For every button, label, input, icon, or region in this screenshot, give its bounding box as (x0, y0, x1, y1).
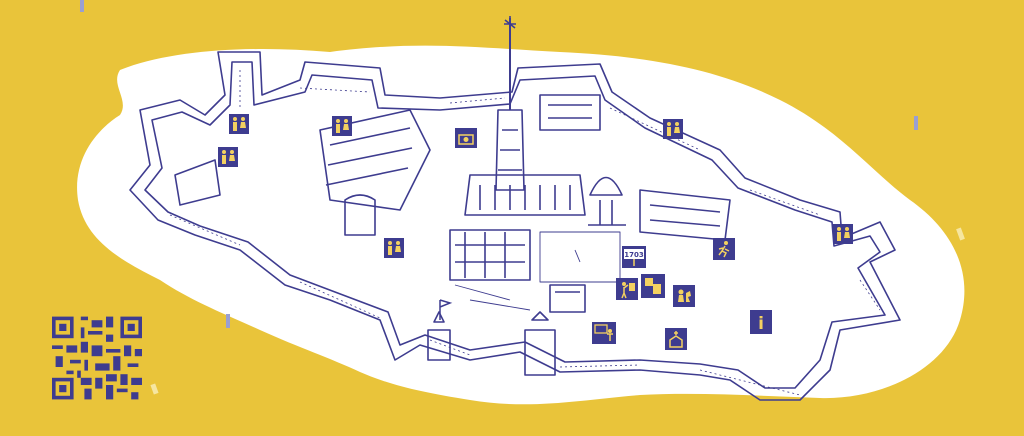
building-block-nw (319, 109, 431, 211)
building-block-south (549, 284, 586, 313)
guide-icon[interactable] (616, 278, 638, 300)
cathedral-dome (588, 176, 626, 226)
running-exit-icon[interactable] (713, 238, 735, 260)
camera-icon[interactable] (455, 128, 477, 148)
year-1703-sign-icon[interactable]: 1703 (622, 246, 646, 268)
tower-round (344, 194, 376, 236)
gate-tower-south (427, 311, 451, 361)
chess-icon[interactable] (673, 285, 695, 307)
restroom-icon[interactable] (332, 116, 352, 136)
cathedral-body (464, 174, 586, 216)
qr-code[interactable] (52, 316, 142, 400)
confetti-mark (378, 368, 382, 372)
outer-wall (129, 51, 901, 401)
island-shape (77, 45, 965, 405)
confetti-mark (914, 116, 918, 130)
flag-icon (439, 299, 453, 320)
gate-building (524, 311, 556, 376)
building-block-west (174, 159, 221, 206)
confetti-mark (226, 314, 230, 328)
restroom-icon[interactable] (218, 147, 238, 167)
lecture-icon[interactable] (592, 322, 616, 344)
info-icon[interactable]: i (750, 310, 772, 334)
year-sign-text: 1703 (624, 251, 644, 259)
church-icon[interactable] (665, 328, 687, 350)
restroom-icon[interactable] (663, 119, 683, 139)
restroom-icon[interactable] (384, 238, 404, 258)
building-block-center (449, 229, 531, 281)
restroom-icon[interactable] (833, 224, 853, 244)
exhibition-icon[interactable] (641, 274, 665, 298)
restroom-icon[interactable] (229, 114, 249, 134)
cathedral-tower (495, 109, 525, 191)
spire-cross (504, 16, 516, 32)
info-sign-text: i (758, 314, 764, 334)
building-block-ne (539, 94, 601, 131)
inner-wall (144, 61, 886, 389)
confetti-mark (80, 0, 84, 12)
